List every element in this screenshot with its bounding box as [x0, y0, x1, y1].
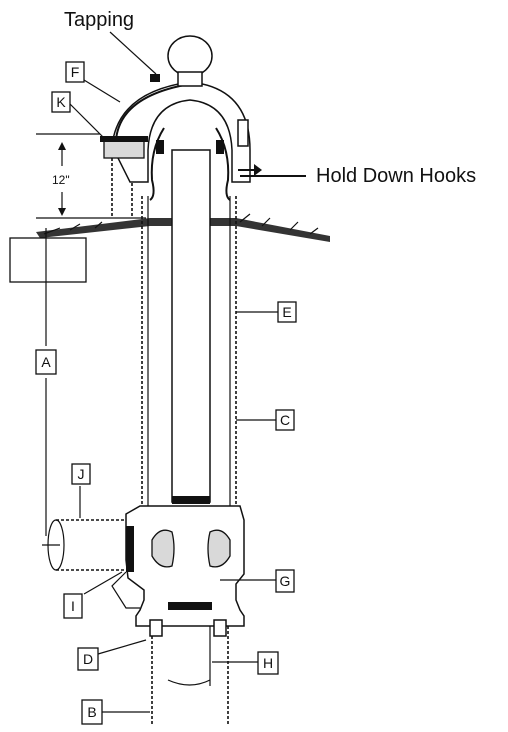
callout-a: A: [35, 349, 57, 375]
svg-text:G: G: [280, 573, 291, 589]
svg-text:B: B: [87, 704, 96, 720]
outer-casing: [141, 196, 237, 508]
svg-text:A: A: [41, 354, 51, 370]
svg-text:E: E: [282, 304, 291, 320]
callout-j: J: [71, 463, 91, 485]
inlet-pipe: [42, 519, 126, 571]
svg-text:H: H: [263, 655, 273, 671]
callout-i: I: [63, 593, 83, 619]
tapping-label: Tapping: [64, 9, 134, 31]
ground: [36, 213, 330, 242]
depth-dimension: 12": [36, 133, 146, 219]
blank-box: [9, 237, 87, 283]
svg-text:C: C: [280, 412, 290, 428]
svg-text:J: J: [78, 466, 85, 482]
leader-lines: [69, 31, 306, 713]
svg-text:D: D: [83, 651, 93, 667]
callout-k: K: [51, 91, 71, 113]
svg-text:I: I: [71, 598, 75, 614]
hold-down-hooks-label: Hold Down Hooks: [316, 165, 476, 187]
callout-h: H: [257, 651, 279, 675]
inner-riser-pipe: [171, 149, 211, 504]
valve-body: [111, 505, 245, 627]
callout-f: F: [65, 61, 85, 83]
callout-e: E: [277, 301, 297, 323]
hydrant-head: [100, 35, 262, 201]
callout-b: B: [81, 699, 103, 725]
supply-pipe: [149, 619, 229, 724]
callout-d: D: [77, 647, 99, 671]
depth-label: 12": [52, 173, 70, 187]
svg-text:K: K: [56, 94, 66, 110]
svg-text:F: F: [71, 64, 80, 80]
callout-c: C: [275, 409, 295, 431]
callout-g: G: [275, 569, 295, 593]
